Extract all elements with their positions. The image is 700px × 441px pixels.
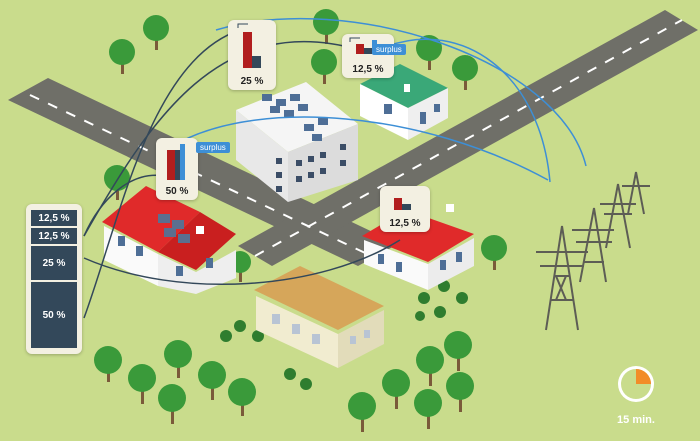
tree: [198, 361, 226, 400]
consumption-stack: 12,5 % 12,5 % 25 % 50 %: [26, 204, 82, 354]
tree: [143, 15, 169, 50]
green-house-share: 12,5 %: [352, 64, 384, 75]
share-bar-icon: [394, 198, 411, 210]
tree: [452, 55, 478, 90]
stack-segment: 50 %: [31, 282, 77, 348]
tree: [382, 369, 410, 409]
tree: [348, 392, 376, 432]
tree: [416, 346, 444, 386]
stack-segment: 12,5 %: [31, 210, 77, 226]
share-bar-icon: [237, 23, 261, 68]
timer-label: 15 min.: [617, 414, 655, 426]
tree: [164, 340, 192, 378]
warehouse: [254, 266, 384, 368]
tree: [311, 49, 337, 84]
tree: [444, 331, 472, 371]
tree: [158, 384, 186, 424]
tree: [313, 9, 339, 44]
corner-house-share-card: 12,5 %: [380, 186, 430, 232]
apartment-block: [236, 82, 358, 202]
tree: [109, 39, 135, 74]
power-pylons: [536, 171, 650, 331]
tree: [414, 389, 442, 429]
tree: [128, 364, 156, 404]
clock-icon: [618, 366, 654, 402]
tree: [228, 378, 256, 416]
tree: [94, 346, 122, 382]
corner-house-share: 12,5 %: [389, 218, 421, 229]
pylon-small: [600, 183, 636, 249]
road-network: [8, 10, 698, 266]
solar-house-share-card: surplus 50 %: [156, 138, 230, 200]
share-bar-icon: [167, 144, 185, 180]
stack-segment: 12,5 %: [31, 228, 77, 244]
surplus-badge: surplus: [372, 44, 406, 55]
pylon-large: [536, 225, 588, 331]
tree: [104, 165, 130, 200]
energy-flows: [83, 17, 587, 319]
apartment-share: 25 %: [240, 76, 264, 87]
solar-house-share: 50 %: [165, 186, 189, 197]
surplus-badge: surplus: [196, 142, 230, 153]
trees: [94, 9, 507, 432]
tree: [446, 372, 474, 412]
pylon-tiny: [622, 171, 650, 215]
stack-segment: 25 %: [31, 246, 77, 280]
timer: 15 min.: [606, 362, 666, 432]
apartment-share-card: 25 %: [228, 20, 276, 90]
green-house-share-card: surplus 12,5 %: [342, 34, 406, 78]
solar-house: [102, 186, 236, 294]
pylon-medium: [572, 207, 614, 283]
tree: [481, 235, 507, 270]
